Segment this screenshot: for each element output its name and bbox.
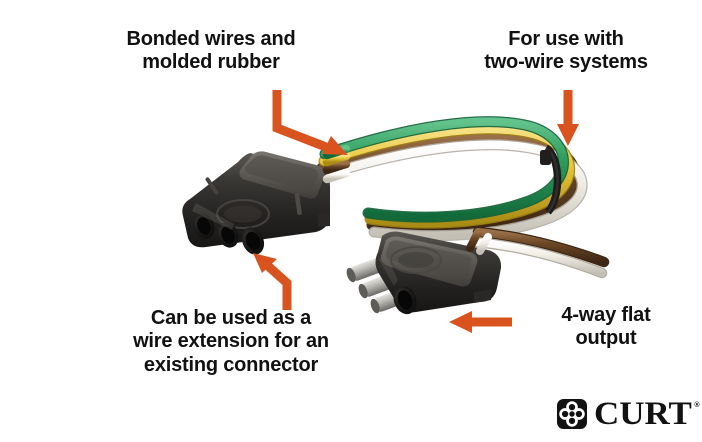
arrow-to-bonded-wires <box>272 90 348 155</box>
arrow-to-wire-extension <box>253 253 292 310</box>
zip-tie <box>540 144 562 215</box>
wire-bundle <box>316 116 610 279</box>
male-connector <box>346 231 502 315</box>
socket-holes <box>193 213 265 255</box>
caption-4way-flat-output: 4-way flat output <box>561 304 651 350</box>
caption-wire-extension: Can be used as a wire extension for an e… <box>133 307 329 376</box>
caption-bonded-wires: Bonded wires and molded rubber <box>126 28 296 74</box>
registered-trademark-symbol: ® <box>694 402 700 409</box>
curt-logo: CURT ® <box>557 396 700 432</box>
arrow-to-two-wire-systems <box>557 90 579 146</box>
curt-wordmark: CURT <box>594 396 692 432</box>
right-connector-wire-stubs <box>466 228 492 255</box>
arrow-to-4way-output <box>449 311 512 333</box>
caption-two-wire-systems: For use with two-wire systems <box>484 28 648 74</box>
curt-clover-logo-mark <box>557 399 587 429</box>
female-connector <box>182 151 340 255</box>
